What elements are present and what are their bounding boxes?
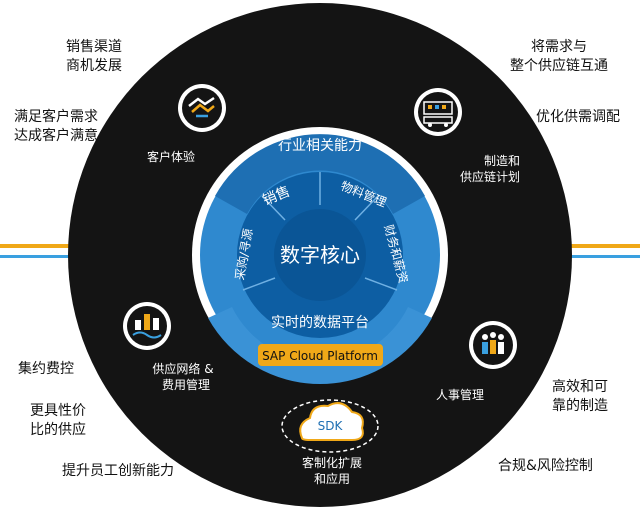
optimize-label: 优化供需调配 — [536, 109, 620, 125]
demand-supply-label: 将需求与 整个供应链互通 — [510, 39, 608, 74]
people-icon — [469, 321, 517, 369]
hr-label: 人事管理 — [436, 387, 484, 402]
supply-network-label-1: 供应网络 & — [152, 361, 213, 376]
cost-control-label: 集约费控 — [18, 361, 74, 377]
innovation-label: 提升员工创新能力 — [62, 463, 174, 479]
sdk-cloud-icon — [281, 399, 379, 453]
industry-band — [215, 134, 425, 214]
customer-satisfaction-label: 满足客户需求 达成客户满意 — [14, 109, 98, 144]
platform-banner — [258, 344, 383, 366]
supply-network-label-2: 费用管理 — [162, 377, 210, 392]
industry-label: 行业相关能力 — [278, 138, 362, 154]
realtime-label: 实时的数据平台 — [271, 315, 369, 331]
manufacturing-label-2: 供应链计划 — [460, 169, 520, 184]
custom-extension-label-1: 客制化扩展 — [302, 455, 362, 470]
supply-network-icon — [123, 302, 171, 350]
efficient-manufacturing-label: 高效和可 靠的制造 — [552, 379, 608, 414]
compliance-label: 合规&风险控制 — [498, 458, 593, 474]
sales-channel-label: 销售渠道 商机发展 — [66, 39, 122, 74]
handshake-icon — [178, 84, 226, 132]
value-supply-label: 更具性价 比的供应 — [30, 403, 86, 438]
platform-label: SAP Cloud Platform — [262, 349, 378, 363]
custom-extension-label-2: 和应用 — [314, 471, 350, 486]
core-title: 数字核心 — [280, 243, 360, 267]
manufacturing-label-1: 制造和 — [484, 154, 520, 168]
factory-machine-icon — [414, 88, 462, 136]
digital-core — [192, 127, 448, 385]
customer-experience-label: 客户体验 — [147, 149, 195, 164]
side-stripes — [0, 244, 640, 258]
sdk-label: SDK — [318, 419, 344, 433]
